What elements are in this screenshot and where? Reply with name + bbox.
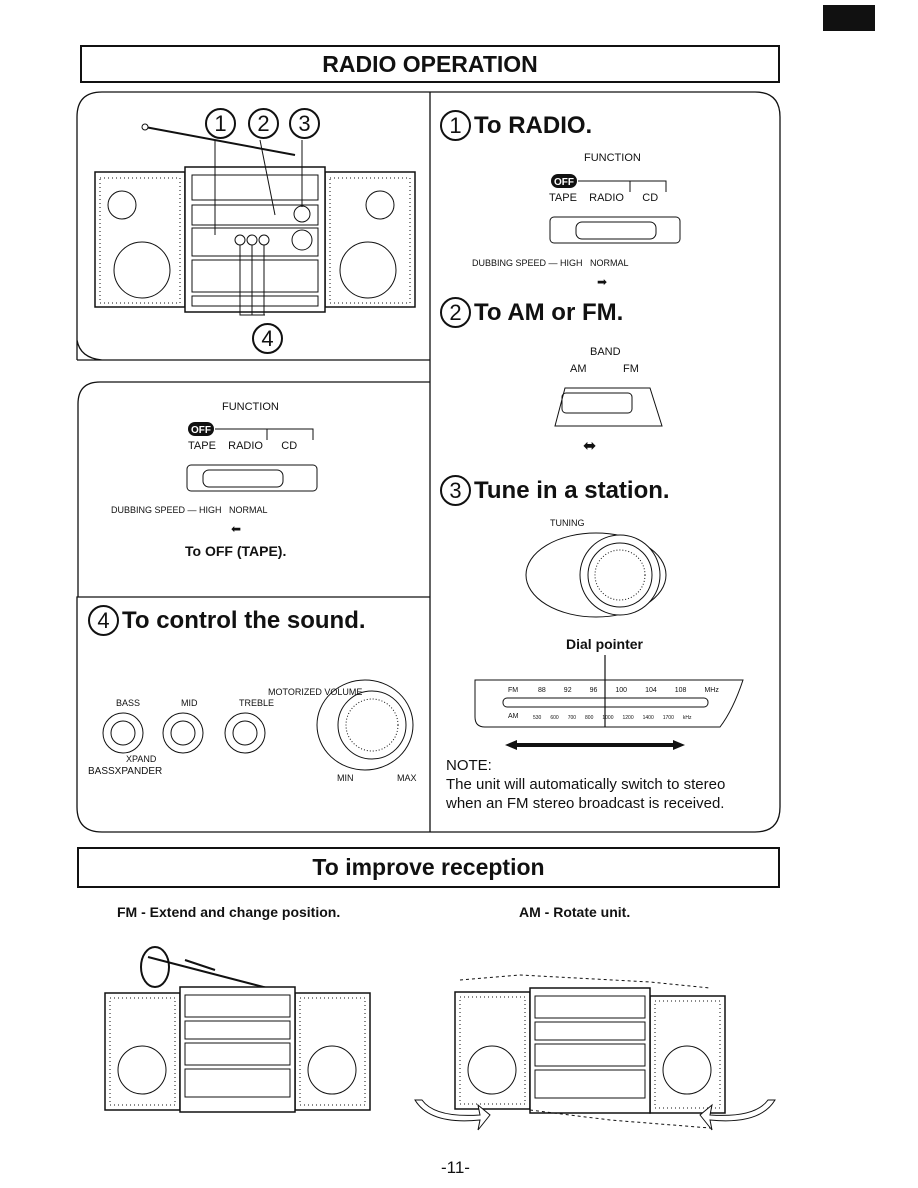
fm-tick: 104 (645, 687, 657, 694)
callout-1: 1 (205, 108, 236, 139)
step1-function-label: FUNCTION (584, 152, 641, 164)
fm-tick: 88 (538, 687, 546, 694)
stereo-fm-antenna-illustration (104, 946, 371, 1113)
treble-label: TREBLE (239, 698, 275, 708)
am-tick: 1000 (602, 715, 614, 721)
callout-4: 4 (252, 323, 283, 354)
page-corner-tab (823, 5, 875, 31)
band-am-label: AM (570, 363, 587, 375)
step1-off-badge-text: OFF (554, 177, 574, 188)
stereo-unit-illustration (94, 123, 416, 316)
am-tick: 530 (533, 715, 542, 721)
fm-tick: 96 (589, 687, 598, 694)
step1-dubbing-speed: DUBBING SPEED — HIGH NORMAL (472, 258, 629, 268)
arrow-left-icon: ⬅ (231, 522, 242, 536)
step1-function-switch: OFF (549, 174, 681, 244)
am-tick: kHz (682, 715, 692, 721)
fm-tick: 108 (674, 687, 687, 694)
sound-controls-illustration (102, 679, 414, 771)
note-line1: The unit will automatically switch to st… (446, 776, 726, 793)
callout-3: 3 (289, 108, 320, 139)
off-positions: TAPE RADIO CD (188, 440, 298, 452)
step3-number: 3 (440, 475, 471, 506)
step4-heading: 4 To control the sound. (88, 605, 366, 636)
am-tick: 800 (585, 715, 594, 721)
fm-tip: FM - Extend and change position. (117, 904, 341, 920)
page-number: -11- (441, 1158, 470, 1177)
off-badge-text: OFF (191, 425, 211, 436)
arrow-right-icon: ➡ (597, 275, 608, 289)
motorized-volume-label: MOTORIZED VOLUME (268, 687, 363, 697)
mid-label: MID (181, 698, 198, 708)
step2-heading: 2 To AM or FM. (440, 297, 623, 328)
am-tip: AM - Rotate unit. (519, 904, 631, 920)
off-function-switch: OFF (186, 422, 318, 492)
am-tick: 700 (567, 715, 577, 721)
volume-min-label: MIN (337, 773, 354, 783)
radio-operation-title: RADIO OPERATION (322, 50, 538, 77)
band-fm-label: FM (623, 363, 639, 375)
am-scale-label: AM (508, 713, 519, 720)
step3-title: Tune in a station. (474, 476, 670, 504)
am-tick: 1700 (662, 715, 674, 721)
dial-pointer-label: Dial pointer (566, 636, 644, 652)
off-dubbing-speed: DUBBING SPEED — HIGH NORMAL (111, 505, 268, 515)
note-heading: NOTE: (446, 757, 492, 774)
off-caption: To OFF (TAPE). (185, 543, 287, 559)
band-label: BAND (590, 346, 621, 358)
improve-reception-banner: To improve reception (77, 847, 780, 888)
am-tick: 600 (550, 715, 559, 721)
step1-positions: TAPE RADIO CD (549, 192, 659, 204)
band-switch (554, 387, 663, 427)
arrow-left-right-icon: ⬌ (583, 438, 597, 455)
fm-tick: 100 (615, 687, 628, 694)
improve-reception-title: To improve reception (312, 854, 545, 880)
fm-scale-label: FM (508, 687, 519, 694)
stereo-am-rotate-illustration (414, 974, 776, 1131)
am-scale: 530 600 700 800 1000 1200 1400 1700 kHz (533, 715, 692, 721)
note-line2: when an FM stereo broadcast is received. (446, 795, 725, 812)
bass-label: BASS (116, 698, 141, 708)
dial-scale-illustration (474, 655, 744, 728)
fm-tick: 92 (563, 687, 572, 694)
xpand-label: XPAND (126, 754, 157, 764)
am-tick: 1400 (642, 715, 654, 721)
step2-title: To AM or FM. (474, 298, 624, 326)
step1-number: 1 (440, 110, 471, 141)
dial-double-arrow-icon (505, 740, 685, 750)
step1-heading: 1 To RADIO. (440, 110, 592, 141)
off-function-label: FUNCTION (222, 401, 279, 413)
step4-title: To control the sound. (122, 606, 366, 634)
volume-max-label: MAX (397, 773, 417, 783)
tuning-knob-illustration (525, 532, 667, 618)
step4-number: 4 (88, 605, 119, 636)
am-tick: 1200 (622, 715, 634, 721)
tuning-label: TUNING (550, 518, 585, 528)
radio-operation-banner: RADIO OPERATION (80, 45, 780, 83)
step3-heading: 3 Tune in a station. (440, 475, 670, 506)
fm-tick: MHz (704, 687, 719, 694)
step1-title: To RADIO. (474, 111, 593, 139)
callout-2: 2 (248, 108, 279, 139)
fm-scale: 88 92 96 100 104 108 MHz (538, 687, 719, 694)
bassxpander-label: BASSXPANDER (88, 766, 163, 777)
step2-number: 2 (440, 297, 471, 328)
